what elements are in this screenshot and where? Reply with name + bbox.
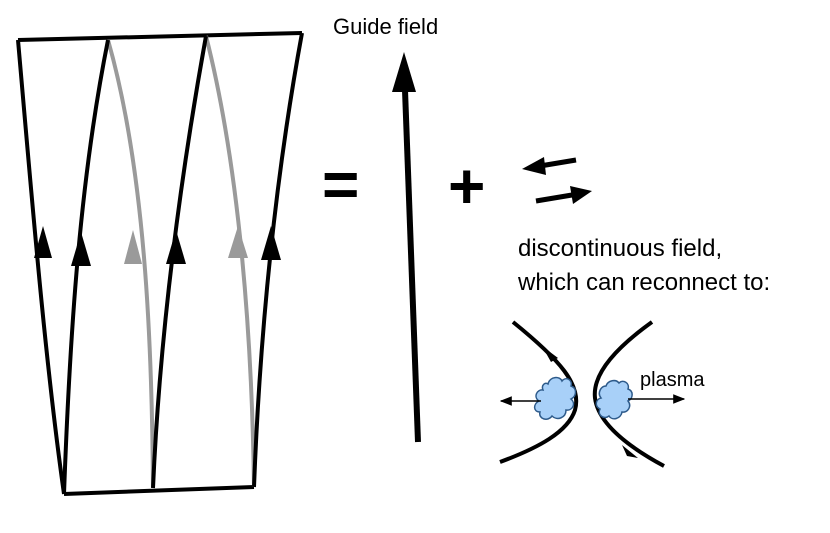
field-line-black-2: [62, 39, 110, 495]
guide-field-line: [402, 89, 421, 443]
arrowhead-black-1: [34, 226, 52, 258]
reconnected-line-left-arrowhead: [542, 346, 558, 362]
left-arrowhead: [522, 157, 546, 175]
discontinuous-field-arrows: [522, 157, 592, 204]
bundle-top-edge: [17, 31, 303, 42]
equals-sign: =: [322, 148, 359, 220]
plus-sign: +: [448, 150, 485, 222]
reconnected-line-right-arrowhead: [622, 445, 638, 458]
right-arrowhead: [570, 186, 592, 204]
reconnection-sketch: plasma: [499, 320, 705, 468]
braided-field-bundle: [16, 31, 304, 496]
left-pointing-field-line: [539, 157, 577, 169]
guide-field-arrowhead: [392, 52, 416, 92]
plasma-label: plasma: [640, 369, 705, 391]
right-pointing-field-line: [535, 192, 573, 204]
guide-field: Guide field: [333, 14, 438, 443]
arrowhead-gray-1: [124, 230, 142, 264]
plasma-blob-right: [595, 379, 633, 420]
field-line-black-1: [16, 39, 66, 495]
field-line-gray-2: [204, 35, 256, 488]
reconnected-line-right: [592, 320, 665, 468]
arrowhead-black-2: [71, 232, 91, 266]
description-line-2: which can reconnect to:: [517, 269, 770, 296]
arrowhead-black-4: [261, 226, 281, 260]
arrowhead-gray-2: [228, 226, 248, 258]
guide-field-label: Guide field: [333, 14, 438, 39]
bundle-bottom-edge: [63, 485, 255, 496]
description-line-1: discontinuous field,: [518, 235, 722, 262]
arrowhead-black-3: [166, 230, 186, 264]
plasma-blob-left: [533, 376, 577, 420]
field-line-gray-1: [106, 39, 155, 489]
